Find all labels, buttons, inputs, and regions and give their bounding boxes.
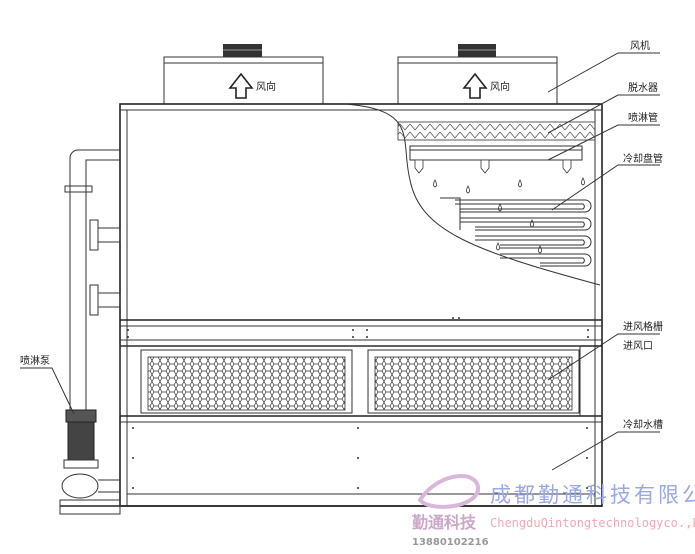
cooling-coil bbox=[440, 197, 592, 267]
label-inlet-louver: 进风格栅 bbox=[623, 320, 663, 333]
fan-right: 风向 bbox=[397, 44, 558, 105]
label-fan: 风机 bbox=[630, 39, 650, 52]
eliminator bbox=[397, 121, 596, 141]
louver-left bbox=[140, 349, 353, 414]
arrow-up-icon bbox=[228, 72, 254, 99]
label-pump: 喷淋泵 bbox=[20, 354, 50, 367]
spray-pipe bbox=[409, 145, 583, 161]
watermark-logo-text: 勤通科技 bbox=[412, 513, 477, 532]
label-air-inlet: 进风口 bbox=[623, 340, 653, 352]
louver-right bbox=[367, 349, 580, 414]
watermark-company-cn: 成都勤通科技有限公司 bbox=[490, 483, 695, 507]
wind-direction-label: 风向 bbox=[256, 80, 276, 93]
logo-swoosh-icon bbox=[417, 474, 480, 509]
water-drops bbox=[433, 177, 585, 254]
leader-lines bbox=[20, 52, 660, 471]
label-spray-pipe: 喷淋管 bbox=[628, 111, 658, 124]
watermark: 成都勤通科技有限公司 ChengduQintongtechnologyco.,L… bbox=[412, 474, 695, 548]
tower-body bbox=[59, 103, 603, 515]
spray-pump-assembly bbox=[61, 149, 121, 499]
label-eliminator: 脱水器 bbox=[628, 81, 658, 94]
wind-direction-label: 风向 bbox=[490, 80, 510, 93]
arrow-up-icon bbox=[462, 72, 488, 99]
label-basin: 冷却水槽 bbox=[623, 418, 663, 431]
fan-left: 风向 bbox=[163, 44, 324, 105]
watermark-phone: 13880102216 bbox=[412, 537, 489, 548]
label-coil: 冷却盘管 bbox=[623, 152, 663, 165]
watermark-company-en: ChengduQintongtechnologyco.,LTD bbox=[490, 516, 695, 530]
